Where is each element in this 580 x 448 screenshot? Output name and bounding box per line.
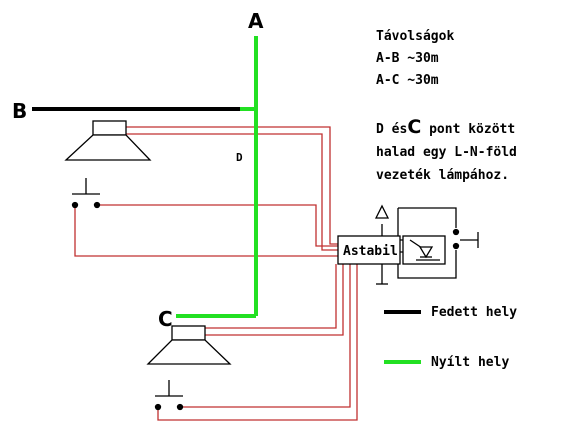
- note-line-1: D ésC pont között: [376, 116, 515, 138]
- speaker-1-icon: [64, 120, 152, 161]
- pushbutton-2-icon: [154, 380, 184, 411]
- legend-covered-label: Fedett hely: [431, 305, 517, 320]
- legend-open-label: Nyílt hely: [431, 355, 509, 370]
- astabil-label: Astabil: [343, 244, 398, 259]
- switch-contact-icon: [452, 228, 479, 250]
- label-a: A: [248, 9, 264, 33]
- wires-speaker-2: [157, 264, 358, 421]
- astabil-box: [337, 235, 401, 265]
- label-d: D: [236, 151, 243, 164]
- label-c: C: [158, 307, 173, 331]
- distances-title: Távolságok: [376, 29, 454, 44]
- distance-ac: A-C ~30m: [376, 73, 439, 88]
- label-b: B: [12, 99, 27, 123]
- distance-ab: A-B ~30m: [376, 51, 439, 66]
- note-line-2: halad egy L-N-föld: [376, 145, 517, 160]
- relay-icon: [402, 235, 446, 265]
- speaker-2-icon: [146, 325, 232, 365]
- power-arrow-icon: [374, 204, 390, 219]
- wires-speaker-1: [74, 126, 340, 257]
- note-line-3: vezeték lámpához.: [376, 168, 509, 183]
- pushbutton-1-icon: [71, 178, 101, 209]
